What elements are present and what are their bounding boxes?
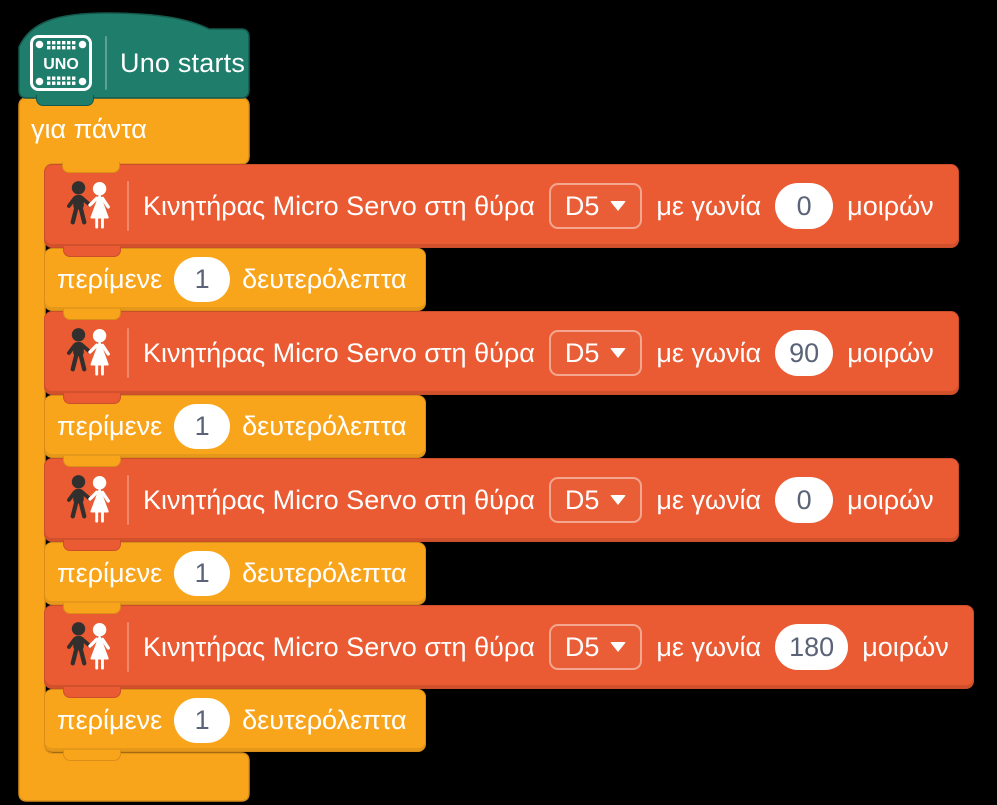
port-value: D5 — [564, 631, 600, 662]
block-joint-bump — [63, 603, 121, 614]
servo-label-pre: Κινητήρας Micro Servo στη θύρα — [143, 484, 535, 515]
seconds-value: 1 — [194, 705, 210, 735]
servo-label-pre: Κινητήρας Micro Servo στη θύρα — [143, 631, 535, 662]
children-figures-icon — [67, 622, 110, 670]
port-value: D5 — [564, 190, 600, 221]
wait-block[interactable]: περίμενε 1 δευτερόλεπτα — [44, 395, 426, 467]
servo-label-unit: μοιρών — [862, 631, 949, 662]
divider — [105, 36, 107, 90]
angle-value: 180 — [789, 631, 835, 662]
servo-block[interactable]: Κινητήρας Micro Servo στη θύρα D5 με γων… — [44, 164, 959, 257]
servo-label-pre: Κινητήρας Micro Servo στη θύρα — [143, 190, 535, 221]
seconds-input[interactable]: 1 — [174, 698, 231, 743]
servo-label-mid: με γωνία — [656, 190, 762, 221]
wait-label-pre: περίμενε — [57, 558, 163, 588]
chevron-down-icon — [610, 495, 627, 505]
wait-block[interactable]: περίμενε 1 δευτερόλεπτα — [44, 689, 426, 761]
wait-label-pre: περίμενε — [57, 411, 163, 441]
angle-input[interactable]: 180 — [775, 624, 849, 670]
servo-label-unit: μοιρών — [847, 484, 934, 515]
angle-value: 90 — [789, 337, 820, 368]
block-joint-bump — [36, 95, 94, 106]
hat-label: Uno starts — [120, 47, 246, 78]
angle-input[interactable]: 0 — [775, 183, 834, 229]
block-joint-bump — [63, 393, 121, 404]
chevron-down-icon — [610, 642, 627, 652]
block-joint-bump — [63, 456, 121, 467]
block-joint-bump — [63, 540, 121, 551]
port-dropdown[interactable]: D5 — [548, 330, 643, 376]
angle-value: 0 — [796, 484, 812, 515]
seconds-value: 1 — [194, 558, 210, 588]
block-joint-bump — [62, 162, 120, 173]
divider — [127, 328, 129, 378]
children-figures-icon — [67, 181, 110, 229]
seconds-value: 1 — [194, 264, 210, 294]
forever-loop-block[interactable] — [18, 97, 250, 802]
block-joint-bump — [63, 246, 121, 257]
servo-block[interactable]: Κινητήρας Micro Servo στη θύρα D5 με γων… — [44, 458, 959, 551]
uno-icon-text: UNO — [43, 56, 79, 73]
wait-label-post: δευτερόλεπτα — [242, 411, 407, 441]
forever-label: για πάντα — [31, 113, 147, 144]
block-joint-bump — [63, 687, 121, 698]
servo-label-unit: μοιρών — [847, 190, 934, 221]
divider — [127, 181, 129, 231]
wait-block[interactable]: περίμενε 1 δευτερόλεπτα — [44, 248, 426, 320]
hat-content: UNO Uno starts — [30, 34, 245, 92]
servo-label-pre: Κινητήρας Micro Servo στη θύρα — [143, 337, 535, 368]
wait-label-pre: περίμενε — [57, 705, 163, 735]
seconds-value: 1 — [194, 411, 210, 441]
children-figures-icon — [67, 475, 110, 523]
divider — [127, 622, 129, 672]
port-value: D5 — [564, 337, 600, 368]
block-joint-bump — [63, 309, 121, 320]
servo-block[interactable]: Κινητήρας Micro Servo στη θύρα D5 με γων… — [44, 605, 974, 698]
servo-label-mid: με γωνία — [656, 337, 762, 368]
seconds-input[interactable]: 1 — [174, 404, 231, 449]
wait-label-post: δευτερόλεπτα — [242, 558, 407, 588]
children-figures-icon — [67, 328, 110, 376]
port-value: D5 — [564, 484, 600, 515]
block-joint-bump — [63, 750, 121, 761]
angle-value: 0 — [796, 190, 812, 221]
seconds-input[interactable]: 1 — [174, 551, 231, 596]
divider — [127, 475, 129, 525]
wait-label-post: δευτερόλεπτα — [242, 705, 407, 735]
port-dropdown[interactable]: D5 — [548, 477, 643, 523]
wait-label-post: δευτερόλεπτα — [242, 264, 407, 294]
wait-block[interactable]: περίμενε 1 δευτερόλεπτα — [44, 542, 426, 614]
servo-block[interactable]: Κινητήρας Micro Servo στη θύρα D5 με γων… — [44, 311, 959, 404]
servo-label-unit: μοιρών — [847, 337, 934, 368]
uno-board-icon: UNO — [30, 35, 92, 91]
seconds-input[interactable]: 1 — [174, 257, 231, 302]
angle-input[interactable]: 90 — [775, 330, 834, 376]
wait-label-pre: περίμενε — [57, 264, 163, 294]
angle-input[interactable]: 0 — [775, 477, 834, 523]
servo-label-mid: με γωνία — [656, 631, 762, 662]
chevron-down-icon — [610, 348, 627, 358]
servo-label-mid: με γωνία — [656, 484, 762, 515]
uno-starts-hat-block[interactable] — [18, 10, 250, 99]
port-dropdown[interactable]: D5 — [548, 624, 643, 670]
port-dropdown[interactable]: D5 — [548, 183, 643, 229]
chevron-down-icon — [610, 201, 627, 211]
